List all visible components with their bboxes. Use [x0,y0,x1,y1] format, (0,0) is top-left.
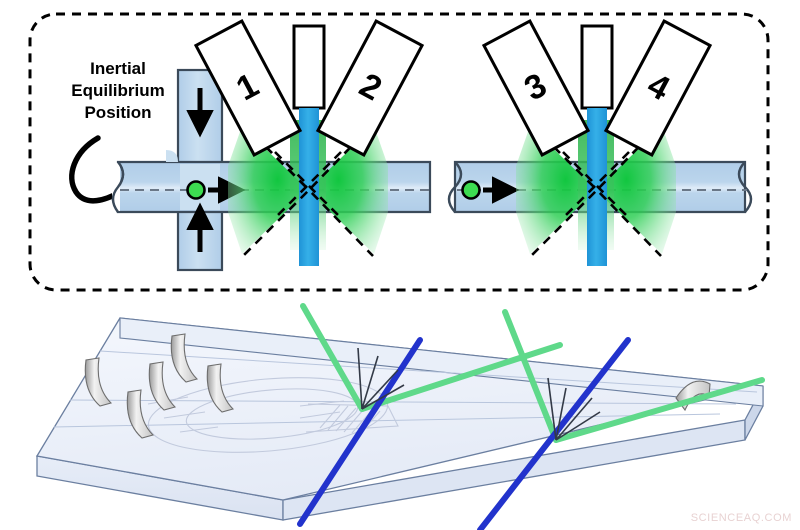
detector-4[interactable]: 4 [603,19,713,157]
detector-3[interactable]: 3 [481,19,591,157]
detector-2-body[interactable] [315,19,425,157]
station-b-particle [461,180,481,200]
chip-tube-port-2 [126,389,155,439]
annotation-curved-arrow [69,135,123,204]
watermark: SCIENCEAQ.COM [690,512,792,524]
microfluidic-chip [35,303,765,530]
chip-fan-lines-2 [547,377,601,441]
station-a-particle [186,180,206,200]
chip-back-band [119,317,764,407]
chip-fan-1a [357,347,363,410]
station-a-break-mask-left [112,163,120,211]
chip-green-beam-2-out [553,377,765,443]
chip-blue-beam-1 [297,337,423,527]
chip-tube-port-3 [148,361,177,411]
chip-green-beam-2-in [502,309,559,443]
chip-fan-2b [555,387,567,441]
annotation-line-3: Position [84,103,151,122]
chip-blue-beam-2 [477,337,631,530]
chip-interrogation-point-2 [477,309,765,530]
chip-seam-3 [69,399,737,405]
station-b-break-right [737,161,753,213]
station-b-scatter-right [596,126,676,254]
chip-serpentine-frame [305,403,399,433]
annotation-line-2: Equilibrium [71,81,165,100]
station-b-break-left [447,161,463,213]
chip-green-beam-1-out [359,342,563,412]
station-a-fillet-1 [166,150,178,162]
annotation-line-1: Inertial [90,59,146,78]
chip-seam-2 [99,350,758,393]
chip-fan-1d [361,384,405,410]
chip-seam-1 [53,413,721,428]
chip-fan-1c [361,369,399,410]
station-a-laser-source [292,24,326,110]
chip-fan-lines-1 [357,347,405,410]
station-b: 3 4 [447,19,753,266]
chip-interrogation-point-1 [297,303,563,527]
chip-green-beam-1-in [300,303,365,412]
detector-1[interactable]: 1 [193,19,303,157]
station-a: 1 2 [111,19,432,272]
station-a-scatter-left [228,126,308,254]
station-b-laser-source [580,24,614,110]
detector-3-body[interactable] [481,19,591,157]
station-b-scatter-left [516,126,596,254]
detector-1-body[interactable] [193,19,303,157]
chip-serpentine [319,404,381,435]
chip-fan-1b [361,355,379,410]
chip-tube-port-4 [170,333,199,383]
chip-fan-2c [555,397,593,441]
chip-spiral-outer [147,377,389,453]
station-a-break-left-stroke [111,161,125,213]
chip-tube-port-1 [84,357,113,407]
chip-tube-port-5 [206,363,235,413]
detector-4-body[interactable] [603,19,713,157]
station-a-scatter-right [308,126,388,254]
chip-fan-2a [547,377,557,441]
chip-fan-2d [555,411,601,441]
detector-2[interactable]: 2 [315,19,425,157]
chip-seam-lines [53,350,758,428]
